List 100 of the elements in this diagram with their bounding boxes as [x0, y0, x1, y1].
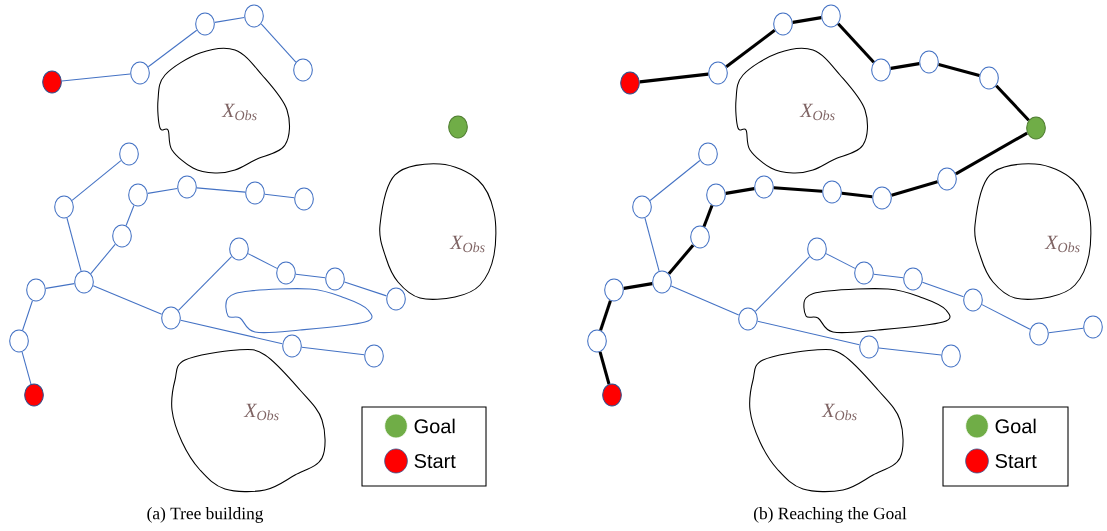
tree-node [294, 187, 314, 211]
tree-node [807, 237, 827, 261]
tree-node [652, 270, 672, 294]
obstacle-outline [225, 288, 373, 334]
goal-point [448, 115, 468, 139]
connector-line [214, 17, 245, 23]
goal-point [1026, 116, 1046, 140]
tree-node [386, 287, 406, 311]
tree-node [9, 329, 29, 353]
connector-line [147, 29, 198, 68]
connector-line [639, 72, 709, 84]
connector-line [702, 205, 714, 227]
start-point [24, 383, 44, 407]
connector-line [264, 193, 295, 199]
tree-node [821, 4, 841, 28]
connector-line [995, 84, 1030, 122]
connector-line [21, 351, 32, 385]
connector-line [725, 29, 776, 68]
tree-node [112, 224, 132, 248]
connector-line [757, 320, 860, 346]
connector-line [247, 253, 278, 269]
connector-line [792, 16, 822, 24]
connector-line [125, 204, 135, 227]
connector-line [841, 191, 873, 199]
connector-line [22, 300, 33, 331]
obstacle-outline: X$_{Obs}$ [749, 348, 904, 493]
tree-node [293, 58, 313, 82]
connector-line [644, 217, 660, 272]
tree-node [632, 195, 652, 219]
tree-node [859, 335, 879, 359]
connector-line [343, 281, 388, 297]
tree-node [822, 180, 842, 204]
legend-label: Start [995, 453, 1037, 469]
connector-line [177, 256, 233, 311]
tree-node [871, 58, 891, 82]
tree-node [128, 183, 148, 207]
tree-node [941, 344, 961, 368]
connector-line [301, 346, 365, 356]
connector-line [725, 187, 755, 195]
connector-line [873, 273, 904, 279]
connector-line [921, 281, 965, 298]
obstacle-outline: X$_{Obs}$ [157, 47, 291, 174]
connector-line [71, 160, 122, 201]
tree-node [161, 306, 181, 330]
connector-line [955, 131, 1028, 176]
tree-node [963, 288, 983, 312]
connector-line [754, 256, 811, 312]
tree-node [690, 225, 710, 249]
tree-node [1083, 315, 1103, 339]
tree-node [708, 61, 728, 85]
connector-line [837, 22, 875, 64]
connector-line [667, 244, 695, 275]
tree-node [738, 307, 758, 331]
connector-line [61, 73, 131, 82]
connector-line [90, 243, 116, 275]
legend-label: Start [414, 453, 456, 469]
connector-line [890, 62, 920, 70]
connector-line [981, 304, 1031, 330]
connector-line [649, 160, 701, 201]
connector-line [670, 285, 740, 316]
connector-line [196, 187, 246, 193]
connector-line [1048, 327, 1084, 334]
connector-line [147, 188, 178, 194]
tree-node [282, 334, 302, 358]
tree-node [937, 167, 957, 191]
tree-node [854, 261, 874, 285]
tree-node [276, 261, 296, 285]
legend-label: Goal [995, 418, 1036, 434]
tree-node [979, 66, 999, 90]
tree-node [245, 181, 265, 205]
connector-line [891, 180, 938, 197]
tree-node [919, 50, 939, 74]
start-point [620, 71, 640, 95]
connector-line [180, 319, 283, 345]
connector-line [598, 351, 611, 385]
tree-node [195, 12, 215, 36]
obstacle-outline: X$_{Obs}$ [974, 163, 1092, 300]
connector-line [599, 300, 612, 331]
connector-line [938, 63, 980, 77]
connector-line [260, 23, 297, 63]
start-point [42, 70, 62, 94]
connector-line [295, 273, 326, 279]
connector-line [45, 283, 75, 289]
tree-node [903, 267, 923, 291]
tree-node [177, 175, 197, 199]
tree-node [706, 183, 726, 207]
tree-node [244, 4, 264, 28]
tree-node [604, 278, 624, 302]
tree-node [325, 267, 345, 291]
legend-label: Goal [414, 418, 455, 434]
tree-node [587, 329, 607, 353]
obstacle-outline: X$_{Obs}$ [171, 348, 326, 493]
connector-line [773, 186, 823, 193]
tree-node [1029, 322, 1049, 346]
connector-line [66, 217, 82, 272]
tree-node [364, 344, 384, 368]
tree-node [773, 12, 793, 36]
connector-line [92, 285, 163, 315]
connector-line [878, 347, 942, 356]
connector-line [825, 253, 856, 269]
